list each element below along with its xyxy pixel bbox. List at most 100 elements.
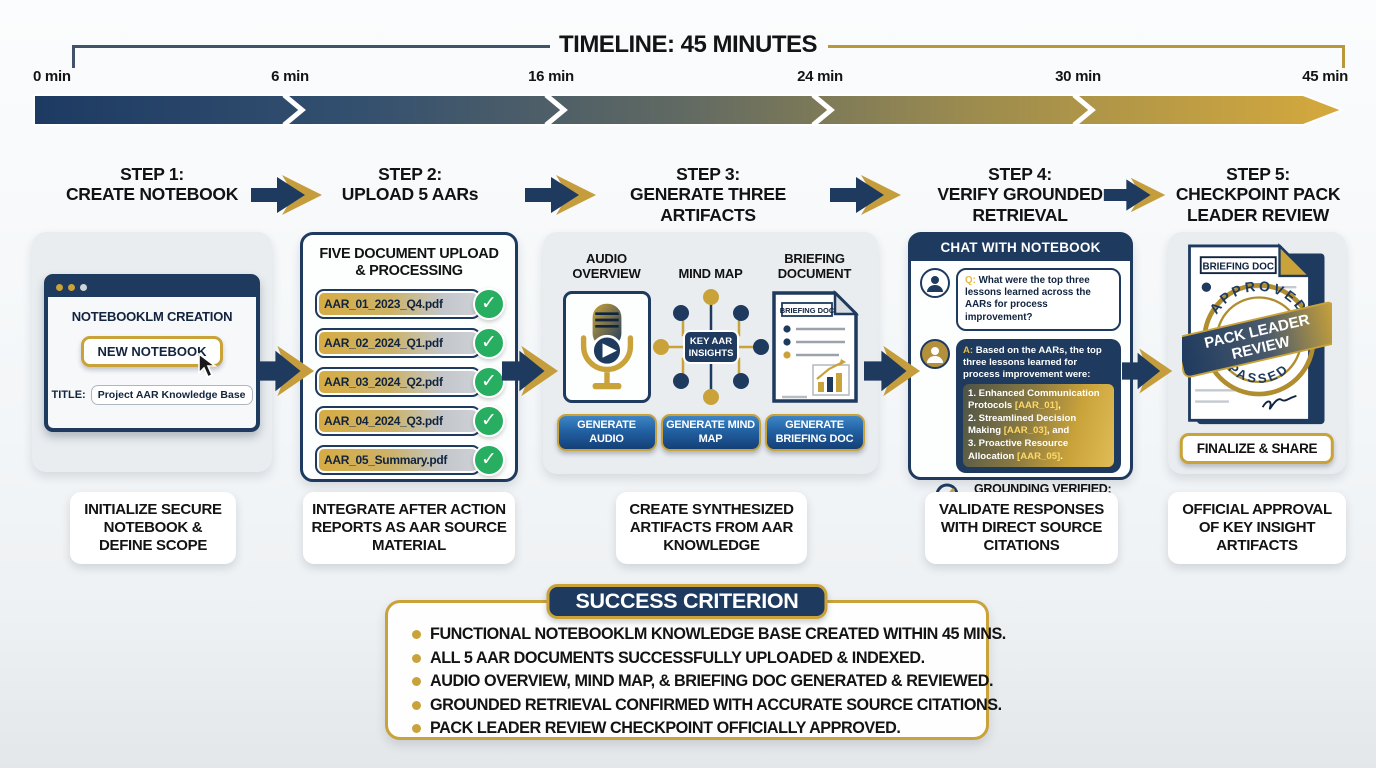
answer-list: 1. Enhanced Communication Protocols [AAR…: [963, 384, 1114, 467]
timeline-bracket-right: [828, 45, 1345, 48]
step2-label: STEP 2:: [378, 164, 442, 184]
person-icon: [927, 346, 943, 363]
microphone-icon: [580, 303, 633, 390]
bullet-icon: [412, 630, 421, 639]
window-dot-icon: [56, 284, 63, 291]
briefing-heading: BRIEFING DOCUMENT: [777, 251, 852, 282]
citation: [AAR_01]: [1014, 400, 1059, 412]
svg-text:BRIEFING DOC: BRIEFING DOC: [1202, 261, 1274, 272]
step1-name: CREATE NOTEBOOK: [65, 184, 239, 205]
check-icon: ✓: [473, 404, 505, 437]
answer-item: 2. Streamlined Decision Making [AAR_03],…: [968, 413, 1077, 437]
step2-card: FIVE DOCUMENT UPLOAD & PROCESSING AAR_01…: [300, 232, 518, 482]
file-row: AAR_02_2024_Q1.pdf ✓: [315, 326, 505, 359]
question-row: Q: What were the top three lessons learn…: [920, 268, 1121, 331]
briefing-document-column: BRIEFING DOCUMENT BRIEFING DOC: [763, 242, 866, 451]
step3-name: GENERATE THREE ARTIFACTS: [630, 184, 786, 225]
success-item: PACK LEADER REVIEW CHECKPOINT OFFICIALLY…: [412, 719, 968, 738]
check-icon: ✓: [473, 365, 505, 398]
generate-mind-map-button[interactable]: GENERATE MIND MAP: [660, 414, 761, 451]
step3-label: STEP 3:: [676, 164, 740, 184]
card-arrow-icon: [258, 345, 315, 397]
step1-card: NOTEBOOKLM CREATION NEW NOTEBOOK TITLE: …: [32, 232, 272, 472]
step4-label: STEP 4:: [988, 164, 1052, 184]
window-heading: NOTEBOOKLM CREATION: [71, 309, 233, 324]
step1-header: STEP 1: CREATE NOTEBOOK: [42, 164, 262, 205]
a-prefix: A:: [963, 344, 974, 356]
briefing-doc-icon: BRIEFING DOC: [771, 289, 859, 403]
timeline-title: TIMELINE: 45 MINUTES: [558, 31, 818, 58]
upload-card-title: FIVE DOCUMENT UPLOAD & PROCESSING: [319, 246, 499, 280]
answer-bubble: A: Based on the AARs, the top three less…: [956, 338, 1121, 473]
timeline-marker-16min: 16 min: [528, 68, 574, 85]
step3-card: AUDIO OVERVIEW: [543, 232, 878, 474]
svg-text:INSIGHTS: INSIGHTS: [688, 348, 733, 359]
file-name: AAR_03_2024_Q2.pdf: [315, 366, 481, 397]
step-arrow-icon: [251, 175, 322, 215]
file-name: AAR_05_Summary.pdf: [315, 444, 481, 475]
timeline-bracket-left: [72, 45, 550, 48]
assistant-avatar: [920, 338, 950, 369]
question-text: What were the top three lessons learned …: [965, 275, 1091, 323]
step-arrow-icon: [1103, 177, 1166, 213]
step5-card: BRIEFING DOC APPROVED PASSED PACK LEADER…: [1168, 232, 1346, 474]
step5-label: STEP 5:: [1226, 164, 1290, 184]
citation: [AAR_03]: [1003, 425, 1047, 437]
step1-label: STEP 1:: [120, 164, 184, 184]
timeline-marker-24min: 24 min: [797, 68, 843, 85]
svg-text:BRIEFING DOC: BRIEFING DOC: [779, 306, 834, 315]
step5-description: OFFICIAL APPROVAL OF KEY INSIGHT ARTIFAC…: [1168, 492, 1346, 564]
q-prefix: Q:: [965, 275, 976, 286]
window-dot-icon: [80, 284, 87, 291]
citation: [AAR_05]: [1017, 450, 1061, 462]
file-row: AAR_01_2023_Q4.pdf ✓: [315, 287, 505, 320]
finalize-share-button[interactable]: FINALIZE & SHARE: [1179, 433, 1335, 464]
step3-header: STEP 3: GENERATE THREE ARTIFACTS: [598, 164, 818, 225]
question-bubble: Q: What were the top three lessons learn…: [956, 268, 1121, 331]
success-item: AUDIO OVERVIEW, MIND MAP, & BRIEFING DOC…: [412, 672, 993, 691]
timeline-marker-30min: 30 min: [1055, 68, 1101, 85]
timeline-marker-6min: 6 min: [271, 68, 309, 85]
generate-audio-button[interactable]: GENERATE AUDIO: [556, 414, 657, 451]
step1-description: INITIALIZE SECURE NOTEBOOK & DEFINE SCOP…: [70, 492, 236, 564]
title-label: TITLE:: [51, 389, 86, 401]
timeline-marker-0min: 0 min: [33, 68, 71, 85]
file-row: AAR_04_2024_Q3.pdf ✓: [315, 404, 505, 437]
window-dot-icon: [68, 284, 75, 291]
step5-name: CHECKPOINT PACK LEADER REVIEW: [1175, 184, 1341, 225]
audio-heading: AUDIO OVERVIEW: [572, 251, 641, 282]
svg-text:KEY AAR: KEY AAR: [689, 336, 731, 347]
file-name: AAR_02_2024_Q1.pdf: [315, 327, 481, 358]
step4-card: CHAT WITH NOTEBOOK Q: What were the top …: [908, 232, 1133, 513]
step4-header: STEP 4: VERIFY GROUNDED RETRIEVAL: [910, 164, 1130, 225]
notebook-title-input[interactable]: Project AAR Knowledge Base: [90, 385, 253, 405]
success-criterion-box: SUCCESS CRITERION FUNCTIONAL NOTEBOOKLM …: [385, 584, 1006, 740]
window-titlebar: [48, 278, 256, 297]
success-item: ALL 5 AAR DOCUMENTS SUCCESSFULLY UPLOADE…: [412, 649, 968, 668]
check-icon: ✓: [473, 443, 505, 476]
timeline-bracket-right-tick: [1342, 45, 1345, 68]
step-arrow-icon: [525, 175, 596, 215]
answer-row: A: Based on the AARs, the top three less…: [920, 338, 1121, 473]
mindmap-heading: MIND MAP: [678, 266, 743, 282]
approved-document: BRIEFING DOC APPROVED PASSED PACK LEADER…: [1182, 243, 1332, 425]
step2-description: INTEGRATE AFTER ACTION REPORTS AS AAR SO…: [303, 492, 515, 564]
bullet-icon: [412, 700, 421, 710]
step2-header: STEP 2: UPLOAD 5 AARs: [300, 164, 520, 205]
timeline-marker-45min: 45 min: [1302, 68, 1348, 85]
mind-map-icon: KEY AAR INSIGHTS: [652, 289, 769, 405]
success-item: FUNCTIONAL NOTEBOOKLM KNOWLEDGE BASE CRE…: [412, 625, 1006, 644]
file-name: AAR_01_2023_Q4.pdf: [315, 288, 481, 319]
card-arrow-icon: [1122, 348, 1173, 394]
bullet-icon: [412, 653, 421, 663]
audio-box: [562, 291, 651, 403]
generate-briefing-doc-button[interactable]: GENERATE BRIEFING DOC: [764, 414, 865, 451]
step2-name: UPLOAD 5 AARs: [341, 184, 479, 205]
step-arrow-icon: [830, 175, 901, 215]
cursor-icon: [198, 353, 218, 379]
file-row: AAR_03_2024_Q2.pdf ✓: [315, 365, 505, 398]
notebooklm-window: NOTEBOOKLM CREATION NEW NOTEBOOK TITLE: …: [44, 274, 260, 432]
card-arrow-icon: [502, 345, 559, 397]
signature-icon: [1261, 395, 1297, 410]
